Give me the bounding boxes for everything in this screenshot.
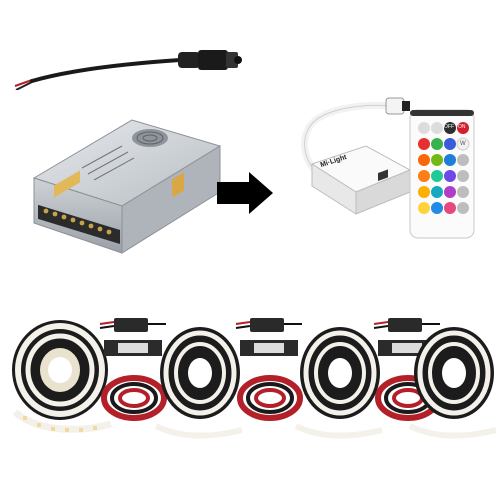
led-controller: Mi·Light	[282, 90, 412, 220]
remote-off-label: OFF	[444, 124, 454, 130]
strip-connector-kit	[232, 316, 312, 436]
remote-on-label: ON	[458, 124, 466, 130]
led-strip-reel	[150, 318, 245, 443]
led-strip-reel	[290, 318, 385, 443]
ir-remote: OFF ON W	[404, 106, 480, 242]
dc-pigtail-cable	[10, 30, 250, 90]
power-supply-unit	[22, 108, 222, 258]
strip-connector-kit	[96, 316, 176, 436]
led-strip-reel	[404, 318, 499, 443]
arrow-right-icon	[215, 170, 275, 216]
led-strip-reel	[5, 312, 115, 442]
remote-white-label: W	[460, 141, 466, 147]
